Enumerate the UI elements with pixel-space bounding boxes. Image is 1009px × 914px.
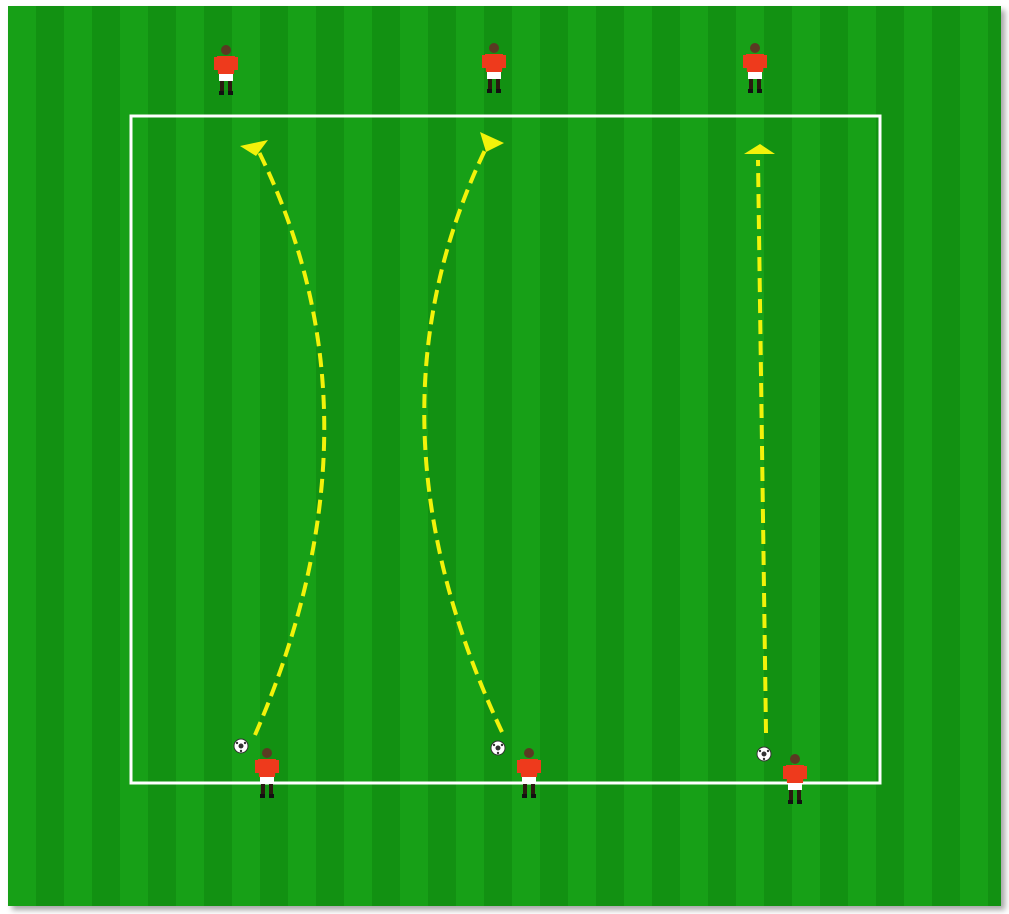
pitch-stripe [148, 6, 176, 906]
pitch-stripe [372, 6, 400, 906]
pitch-stripe [960, 6, 988, 906]
pitch-stripe [400, 6, 428, 906]
pitch-stripe [92, 6, 120, 906]
pitch-stripe [932, 6, 960, 906]
pitch-stripe [120, 6, 148, 906]
pitch-stripe [680, 6, 708, 906]
pitch-stripe [540, 6, 568, 906]
pitch-stripe [176, 6, 204, 906]
pitch-stripe [204, 6, 232, 906]
pitch-stripe [456, 6, 484, 906]
pitch-stripe [708, 6, 736, 906]
pitch-stripe [988, 6, 1001, 906]
pitch-stripe [848, 6, 876, 906]
pitch-stripes [8, 6, 1001, 906]
pitch-stripe [624, 6, 652, 906]
pitch-stripe [568, 6, 596, 906]
pitch-stripe [820, 6, 848, 906]
pitch-stripe [904, 6, 932, 906]
ball-right [757, 747, 771, 761]
pitch-stripe [596, 6, 624, 906]
pitch-stripe [652, 6, 680, 906]
pitch-stripe [8, 6, 36, 906]
ball-left [234, 739, 248, 753]
pitch-stripe [36, 6, 64, 906]
ball-center [491, 741, 505, 755]
pitch-stripe [736, 6, 764, 906]
pitch-stripe [64, 6, 92, 906]
pitch-stripe [316, 6, 344, 906]
pitch-stripe [344, 6, 372, 906]
pitch-stripe [288, 6, 316, 906]
pitch-stripe [428, 6, 456, 906]
